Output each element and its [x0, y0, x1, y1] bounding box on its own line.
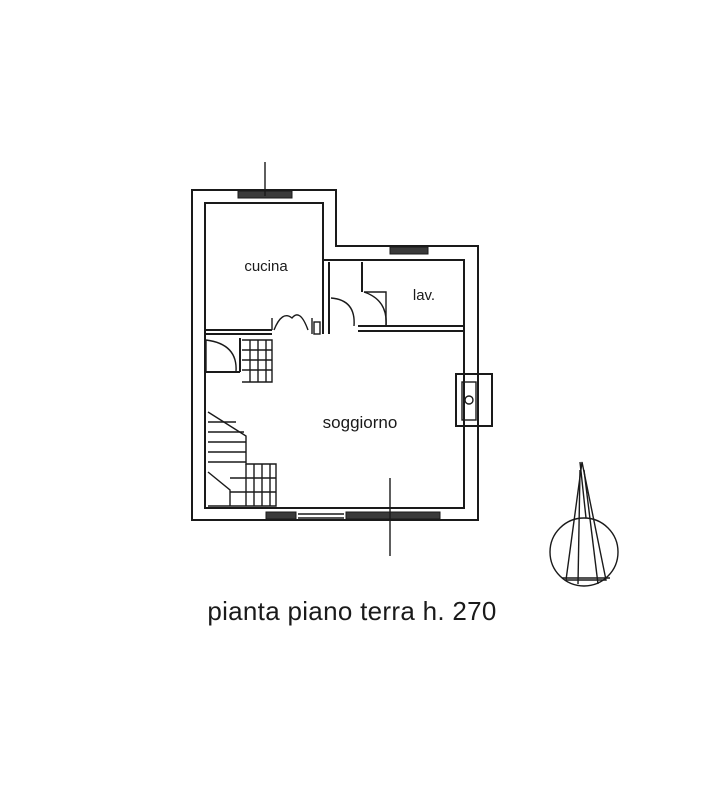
outer-walls: [191, 189, 479, 521]
north-arrow-icon: [549, 461, 619, 587]
fireplace: [455, 373, 493, 427]
room-label-living: soggiorno: [323, 413, 398, 432]
stairs: [207, 339, 277, 507]
room-label-kitchen: cucina: [244, 258, 288, 275]
window-south-left: [265, 511, 297, 520]
room-label-bathroom: lav.: [413, 287, 435, 304]
window-south-right: [345, 511, 441, 520]
section-ticks: [264, 162, 391, 556]
interior-walls: [205, 260, 464, 373]
windows: [237, 190, 441, 520]
window-bathroom: [389, 246, 429, 255]
plan-caption: pianta piano terra h. 270: [207, 596, 497, 626]
doors: [205, 291, 387, 373]
